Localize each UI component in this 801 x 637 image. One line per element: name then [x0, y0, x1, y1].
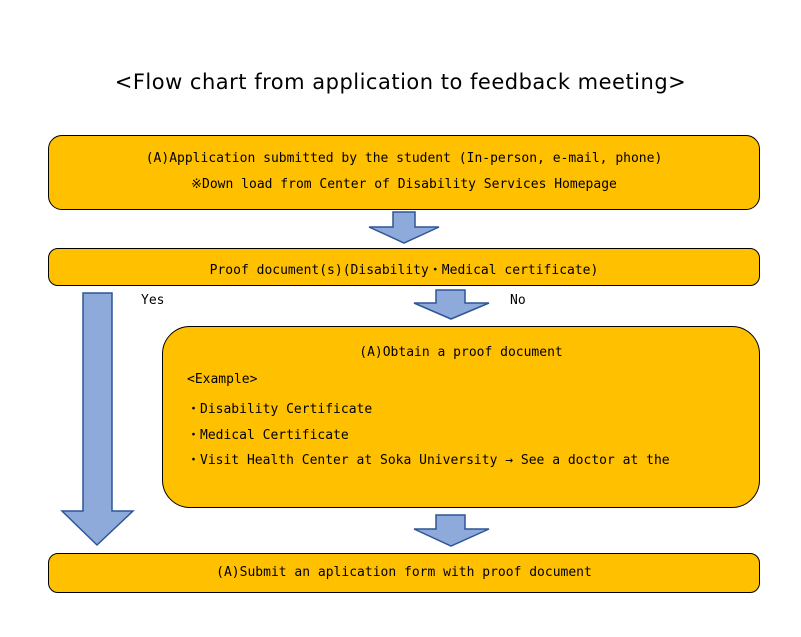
submit-application-box: (A)Submit an aplication form with proof … [48, 553, 760, 593]
arrow-yes [60, 292, 135, 547]
obtain-proof-box: (A)Obtain a proof document <Example> ・Di… [162, 326, 760, 508]
list-item: ・Disability Certificate [187, 402, 373, 417]
arrow-no [413, 289, 490, 320]
proof-document-text: Proof document(s)(Disability・Medical cer… [209, 263, 599, 278]
yes-label: Yes [141, 293, 165, 308]
list-item: ・Medical Certificate [187, 427, 349, 443]
application-text: (A)Application submitted by the student … [145, 151, 663, 166]
flowchart-title: <Flow chart from application to feedback… [114, 70, 687, 94]
download-note: ※Down load from Center of Disability Ser… [191, 177, 617, 192]
example-list: ・Disability Certificate ・Medical Certifi… [187, 398, 670, 475]
example-label: <Example> [187, 372, 258, 387]
arrow-down-1 [368, 211, 440, 244]
proof-document-box: Proof document(s)(Disability・Medical cer… [48, 248, 760, 286]
arrow-down-3 [413, 514, 490, 547]
submit-application-text: (A)Submit an aplication form with proof … [216, 565, 592, 580]
obtain-proof-heading: (A)Obtain a proof document [359, 345, 563, 360]
no-label: No [510, 293, 526, 308]
application-box: (A)Application submitted by the student … [48, 135, 760, 210]
list-item: ・Visit Health Center at Soka University … [187, 453, 670, 468]
